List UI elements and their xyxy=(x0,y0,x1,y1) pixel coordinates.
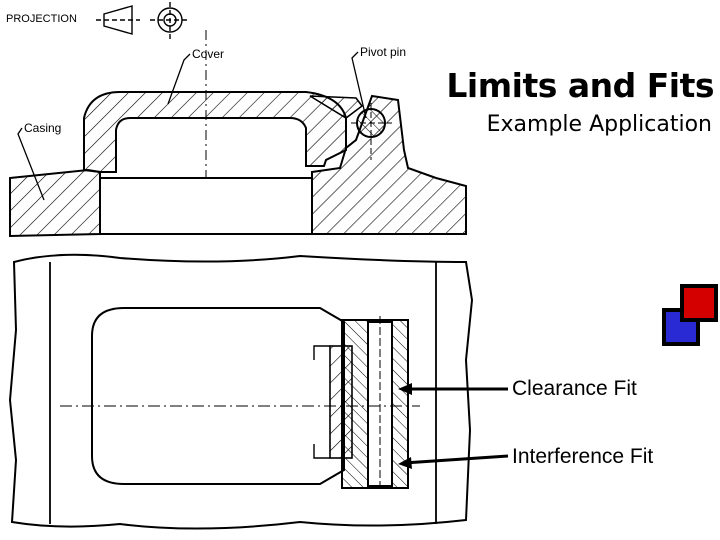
logo-squares-icon xyxy=(662,284,718,346)
logo-square-red xyxy=(680,284,718,322)
leader-pivot-pin xyxy=(351,51,367,119)
slide-subtitle: Example Application xyxy=(486,112,712,137)
leader-casing xyxy=(17,127,45,201)
section-view: Cover Pivot pin Casing xyxy=(9,30,467,238)
arrow-interference-fit xyxy=(403,454,509,465)
label-pivot-pin: Pivot pin xyxy=(360,45,406,59)
slide-title: Limits and Fits xyxy=(446,66,714,105)
casing-base xyxy=(99,177,313,235)
projection-cone-icon xyxy=(96,5,140,35)
casing-left-section xyxy=(9,168,101,238)
arrowhead-clearance-icon xyxy=(398,383,412,395)
projection-symbol: PROJECTION xyxy=(6,2,190,40)
projection-circle-icon xyxy=(150,2,190,40)
callout-interference-fit: Interference Fit xyxy=(512,445,654,468)
label-cover: Cover xyxy=(192,47,224,61)
arrowhead-interference-icon xyxy=(398,457,412,469)
projection-label: PROJECTION xyxy=(6,13,77,25)
cover-section xyxy=(83,91,347,173)
callout-clearance-fit: Clearance Fit xyxy=(512,377,637,400)
leader-cover xyxy=(167,53,191,105)
cover-hinge-arm xyxy=(309,95,364,119)
label-casing: Casing xyxy=(24,121,61,135)
callout-arrows xyxy=(398,383,509,469)
cover-lug xyxy=(329,345,353,459)
plan-view xyxy=(8,253,474,530)
